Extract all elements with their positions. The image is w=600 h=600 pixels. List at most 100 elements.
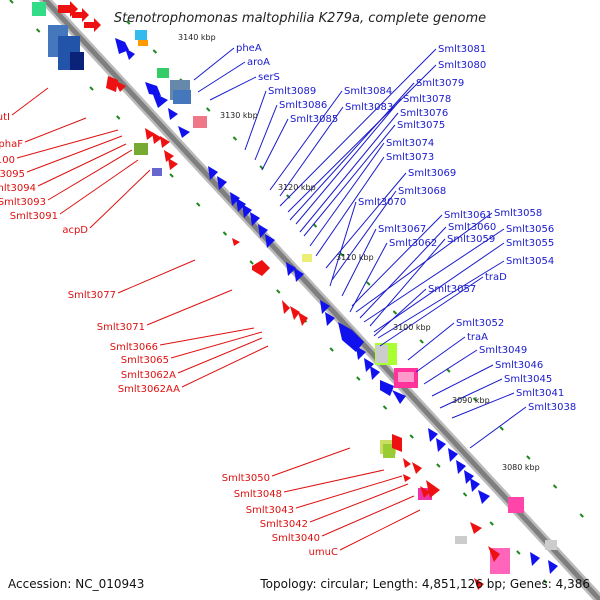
- gene-label-smlt3060: Smlt3060: [448, 222, 496, 233]
- right-label-connectors: [193, 47, 527, 449]
- gene-label-smlt3056: Smlt3056: [506, 224, 554, 235]
- scale-label: 3080 kbp: [502, 463, 540, 472]
- gene-label-smlt3077: Smlt3077: [68, 290, 116, 301]
- connector-line: [244, 90, 267, 151]
- gene-label-smlt3068: Smlt3068: [398, 186, 446, 197]
- connector-line: [279, 48, 437, 207]
- left-label-connectors: [11, 87, 421, 551]
- connector-line: [315, 156, 385, 257]
- connector-line: [373, 242, 505, 333]
- gene-label-smlt3062: Smlt3062: [389, 238, 437, 249]
- forward-strand-genes: [115, 38, 558, 574]
- gene-label-smlt3061: Smlt3061: [444, 210, 492, 221]
- scale-label: 3130 kbp: [220, 111, 258, 120]
- connector-line: [377, 260, 505, 339]
- gene-label-smlt3048: Smlt3048: [234, 489, 282, 500]
- gene-label-smlt3042: Smlt3042: [260, 519, 308, 530]
- gene-label-smlt3057: Smlt3057: [428, 284, 476, 295]
- connector-line: [331, 190, 397, 281]
- gene-label-smlt3045: Smlt3045: [504, 374, 552, 385]
- gene-label-smlt3078: Smlt3078: [403, 94, 451, 105]
- connector-line: [197, 61, 246, 93]
- gene-label-smlt3094: Smlt3094: [0, 183, 36, 194]
- connector-line: [283, 469, 385, 493]
- connector-line: [299, 112, 399, 233]
- scale-label: 3140 kbp: [178, 33, 216, 42]
- connector-line: [359, 226, 447, 319]
- gene-label-smlt3083: Smlt3083: [345, 102, 393, 113]
- scale-label: 3100 kbp: [393, 323, 431, 332]
- connector-line: [321, 495, 415, 537]
- connector-line: [47, 149, 133, 201]
- connector-line: [89, 169, 151, 229]
- gene-label-phea: pheA: [236, 43, 262, 54]
- connector-line: [351, 214, 443, 307]
- connector-line: [269, 90, 343, 191]
- genome-backbone: [38, 0, 600, 600]
- connector-line: [261, 118, 289, 171]
- gene-label-smlt3058: Smlt3058: [494, 208, 542, 219]
- gene-label-smlt3040: Smlt3040: [272, 533, 320, 544]
- connector-line: [59, 159, 139, 215]
- gene-label-smlt3081: Smlt3081: [438, 44, 486, 55]
- connector-line: [289, 82, 415, 221]
- accession-text: Accession: NC_010943: [8, 577, 144, 591]
- connector-line: [341, 228, 377, 297]
- connector-line: [177, 337, 263, 374]
- connector-line: [439, 378, 503, 409]
- gene-label-smlt3079: Smlt3079: [416, 78, 464, 89]
- gene-label-smlt3086: Smlt3086: [279, 100, 327, 111]
- connector-line: [379, 276, 484, 347]
- left-gene-labels: hutIphaFSmlt3100Smlt3095Smlt3094Smlt3093…: [0, 112, 338, 558]
- connector-line: [209, 76, 257, 101]
- gene-label-smlt3065: Smlt3065: [121, 355, 169, 366]
- gene-label-smlt3100: Smlt3100: [0, 155, 15, 166]
- scale-label: 3090 kbp: [452, 396, 490, 405]
- map-title: Stenotrophomonas maltophilia K279a, comp…: [114, 11, 486, 26]
- gene-label-smlt3059: Smlt3059: [447, 234, 495, 245]
- connector-line: [170, 331, 263, 359]
- connector-line: [329, 201, 357, 287]
- gene-label-smlt3052: Smlt3052: [456, 318, 504, 329]
- connector-line: [369, 238, 446, 327]
- connector-line: [181, 345, 269, 388]
- connector-line: [16, 129, 119, 159]
- connector-line: [26, 135, 123, 173]
- gene-label-smlt3084: Smlt3084: [344, 86, 392, 97]
- connector-line: [349, 242, 388, 313]
- genome-summary-text: Topology: circular; Length: 4,851,126 bp…: [259, 577, 590, 591]
- connector-line: [373, 288, 427, 337]
- gene-label-smlt3089: Smlt3089: [268, 86, 316, 97]
- connector-line: [355, 212, 493, 313]
- connector-line: [295, 98, 402, 225]
- scale-label: 3110 kbp: [336, 253, 374, 262]
- gene-label-smlt3038: Smlt3038: [528, 402, 576, 413]
- gene-label-huti: hutI: [0, 112, 10, 123]
- right-gene-labels: pheAaroAserSSmlt3089Smlt3086Smlt3085Smlt…: [236, 43, 576, 413]
- gene-label-smlt3074: Smlt3074: [386, 138, 434, 149]
- gene-label-smlt3076: Smlt3076: [400, 108, 448, 119]
- gene-label-smlt3071: Smlt3071: [97, 322, 145, 333]
- gene-label-smlt3062aa: Smlt3062AA: [118, 384, 180, 395]
- gene-label-aroa: aroA: [247, 57, 270, 68]
- connector-line: [325, 172, 407, 269]
- connector-line: [431, 364, 494, 397]
- connector-line: [254, 104, 278, 161]
- connector-line: [339, 509, 421, 551]
- connector-line: [287, 64, 437, 213]
- connector-line: [271, 447, 351, 477]
- gene-label-phaf: phaF: [0, 139, 23, 150]
- connector-line: [193, 47, 235, 81]
- gene-label-smlt3062a: Smlt3062A: [121, 370, 176, 381]
- gene-label-smlt3080: Smlt3080: [438, 60, 486, 71]
- gene-label-smlt3070: Smlt3070: [358, 197, 406, 208]
- gene-label-smlt3055: Smlt3055: [506, 238, 554, 249]
- gene-label-smlt3050: Smlt3050: [222, 473, 270, 484]
- gene-label-smlt3091: Smlt3091: [10, 211, 58, 222]
- gene-label-trad: traD: [485, 272, 507, 283]
- connector-line: [24, 117, 87, 143]
- gene-label-smlt3054: Smlt3054: [506, 256, 554, 267]
- gene-label-smlt3046: Smlt3046: [495, 360, 543, 371]
- gene-label-traa: traA: [467, 332, 488, 343]
